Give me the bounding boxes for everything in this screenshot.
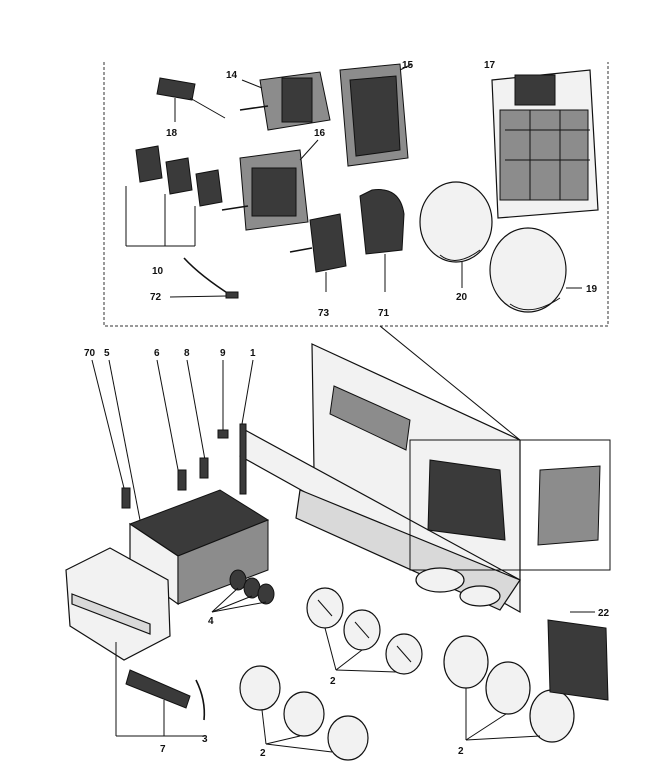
callout-70: 70 xyxy=(84,348,96,359)
callout-18: 18 xyxy=(166,128,178,139)
callout-22: 22 xyxy=(598,608,610,619)
callout-10: 10 xyxy=(152,266,164,277)
callout-9: 9 xyxy=(220,348,226,359)
part-8-piece xyxy=(199,457,209,479)
leader-8 xyxy=(186,359,206,461)
part-18-bracket xyxy=(156,77,226,122)
callout-17: 17 xyxy=(484,60,496,71)
part-22-bracket xyxy=(547,611,609,701)
knobs-left xyxy=(239,665,369,761)
control-panel-assembly xyxy=(239,343,611,614)
callout-5: 5 xyxy=(104,348,110,359)
part-15-block xyxy=(339,63,413,167)
callout-2-right: 2 xyxy=(458,746,464,757)
callout-14: 14 xyxy=(226,70,238,81)
part-6-piece xyxy=(177,469,187,491)
inset-box-lower xyxy=(409,439,611,571)
leader-inset xyxy=(379,325,521,441)
knobs-center xyxy=(306,587,423,675)
knobs-right xyxy=(443,635,575,743)
part-14-switch xyxy=(239,71,331,131)
part-19-disc xyxy=(489,227,582,313)
part-20-disc xyxy=(419,181,493,288)
callout-19: 19 xyxy=(586,284,598,295)
callout-72: 72 xyxy=(150,292,162,303)
part-71-dial xyxy=(359,189,405,292)
callout-1: 1 xyxy=(250,348,256,359)
part-4-shafts xyxy=(211,569,275,613)
leader-6 xyxy=(156,359,181,481)
callout-16: 16 xyxy=(314,128,326,139)
callout-2-left: 2 xyxy=(260,748,266,759)
callout-71: 71 xyxy=(378,308,390,319)
callout-15: 15 xyxy=(402,60,414,71)
callout-73: 73 xyxy=(318,308,330,319)
callout-7: 7 xyxy=(160,744,166,755)
part-72-wire xyxy=(169,257,239,299)
callout-3: 3 xyxy=(202,734,208,745)
callout-4: 4 xyxy=(208,616,214,627)
part-7-trim xyxy=(65,547,206,737)
part-1-bracket xyxy=(239,359,254,495)
part-16-switch xyxy=(221,139,319,231)
leader-70 xyxy=(91,359,125,489)
callout-8: 8 xyxy=(184,348,190,359)
part-73-switch xyxy=(289,213,347,292)
callout-2-center: 2 xyxy=(330,676,336,687)
part-70-piece xyxy=(121,487,131,509)
part-17-timer-block xyxy=(491,69,599,219)
part-10-switches xyxy=(125,145,223,247)
inset-box-upper xyxy=(103,62,609,327)
callout-6: 6 xyxy=(154,348,160,359)
callout-20: 20 xyxy=(456,292,468,303)
part-9-clip xyxy=(217,360,229,439)
